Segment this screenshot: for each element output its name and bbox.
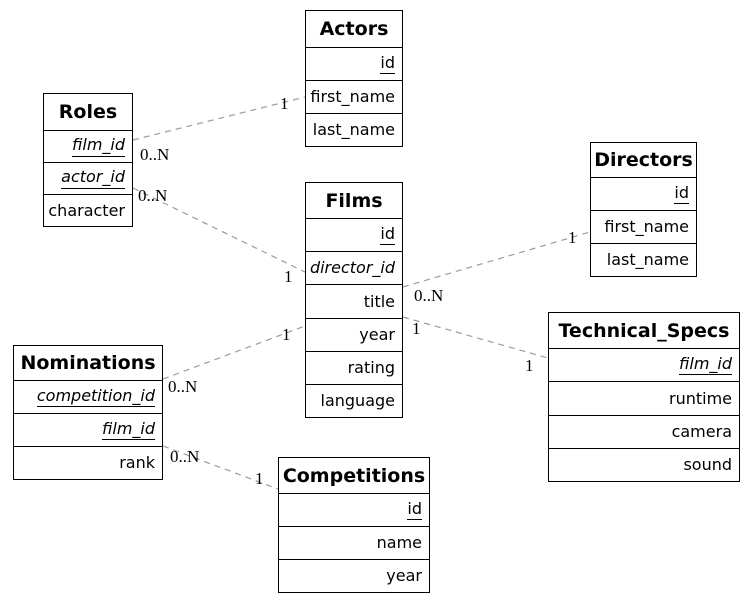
attribute-row: first_name <box>306 81 402 114</box>
cardinality-label: 0..N <box>138 186 168 205</box>
attribute-row: id <box>306 219 402 253</box>
attribute-row: id <box>279 494 429 527</box>
attribute-row: last_name <box>591 244 696 276</box>
entity-title: Technical_Specs <box>549 313 739 349</box>
attribute-name: rank <box>119 453 155 473</box>
attribute-row: film_id <box>549 349 739 383</box>
attribute-name: film_id <box>102 420 155 441</box>
cardinality-label: 1 <box>412 319 421 338</box>
entity-roles: Roles film_id actor_id character <box>43 93 133 227</box>
attribute-name: first_name <box>310 87 395 107</box>
attribute-row: sound <box>549 449 739 481</box>
relation-line-nominations-competitions <box>162 445 279 490</box>
attribute-row: character <box>44 195 132 226</box>
attribute-row: year <box>279 560 429 592</box>
relation-line-roles-films <box>132 187 306 273</box>
attribute-name: actor_id <box>61 168 125 189</box>
attribute-row: rating <box>306 352 402 385</box>
cardinality-label: 0..N <box>140 145 170 164</box>
attribute-name: language <box>320 391 396 411</box>
cardinality-label: 1 <box>284 267 293 286</box>
cardinality-label: 0..N <box>170 447 200 466</box>
attribute-row: director_id <box>306 252 402 286</box>
attribute-name: title <box>363 291 395 311</box>
attribute-row: film_id <box>44 131 132 163</box>
attribute-row: last_name <box>306 114 402 146</box>
attribute-row: actor_id <box>44 163 132 195</box>
entity-title: Films <box>306 183 402 219</box>
attribute-name: id <box>674 184 689 205</box>
attribute-name: camera <box>671 421 732 441</box>
attribute-row: language <box>306 385 402 417</box>
attribute-row: title <box>306 285 402 319</box>
cardinality-label: 1 <box>282 325 291 344</box>
attribute-name: id <box>380 225 395 246</box>
attribute-name: character <box>48 200 125 220</box>
attribute-name: id <box>407 500 422 521</box>
attribute-row: rank <box>14 447 162 479</box>
entity-title: Actors <box>306 11 402 48</box>
attribute-name: last_name <box>606 250 689 270</box>
attribute-name: name <box>376 533 422 553</box>
cardinality-label: 1 <box>280 94 289 113</box>
entity-title: Roles <box>44 94 132 131</box>
cardinality-label: 1 <box>568 228 577 247</box>
cardinality-label: 1 <box>255 469 264 488</box>
entity-actors: Actors id first_name last_name <box>305 10 403 147</box>
entity-directors: Directors id first_name last_name <box>590 142 697 277</box>
attribute-name: film_id <box>679 355 732 376</box>
relation-line-films-technical_specs <box>402 316 549 359</box>
attribute-name: first_name <box>604 217 689 237</box>
attribute-row: name <box>279 527 429 560</box>
entity-title: Competitions <box>279 458 429 494</box>
attribute-row: competition_id <box>14 381 162 414</box>
attribute-name: sound <box>683 455 732 475</box>
attribute-row: year <box>306 319 402 352</box>
attribute-row: first_name <box>591 211 696 244</box>
attribute-row: film_id <box>14 414 162 447</box>
attribute-name: film_id <box>72 136 125 157</box>
attribute-row: id <box>591 178 696 211</box>
relation-line-films-directors <box>402 231 591 288</box>
cardinality-label: 0..N <box>414 286 444 305</box>
attribute-name: id <box>380 54 395 75</box>
attribute-row: camera <box>549 416 739 449</box>
entity-title: Directors <box>591 143 696 178</box>
attribute-name: runtime <box>668 388 732 408</box>
attribute-name: competition_id <box>36 387 155 408</box>
attribute-name: year <box>386 566 422 586</box>
attribute-row: runtime <box>549 382 739 416</box>
attribute-name: last_name <box>312 120 395 140</box>
entity-competitions: Competitions id name year <box>278 457 430 593</box>
relation-line-roles-actors <box>132 96 306 141</box>
entity-title: Nominations <box>14 346 162 381</box>
cardinality-label: 1 <box>525 356 534 375</box>
cardinality-label: 0..N <box>168 377 198 396</box>
relation-line-nominations-films <box>162 325 306 380</box>
attribute-name: director_id <box>309 258 395 278</box>
attribute-name: year <box>359 324 395 344</box>
attribute-row: id <box>306 48 402 81</box>
attribute-name: rating <box>347 357 395 377</box>
